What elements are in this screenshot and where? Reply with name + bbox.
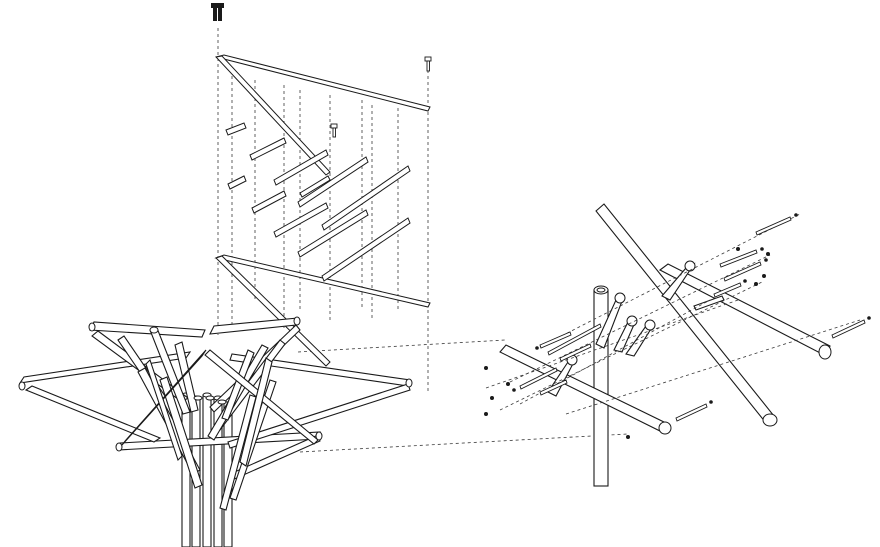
bolt-icon xyxy=(559,343,592,362)
bolt-icon xyxy=(512,367,558,392)
joint-detail xyxy=(484,203,871,487)
top-frame-diagonal xyxy=(214,55,331,176)
assembly-guides xyxy=(217,28,629,453)
bolt-icon xyxy=(675,400,713,422)
tube-end-rims xyxy=(18,316,413,452)
panel-slats xyxy=(225,122,411,282)
nut-dots xyxy=(484,247,770,439)
bolt-icon xyxy=(719,247,764,268)
bottom-frame-diagonal xyxy=(215,255,331,367)
bolt-icon xyxy=(755,213,798,236)
top-frame-rail xyxy=(215,54,431,112)
screw-right-icon xyxy=(424,56,432,72)
bolt-axes xyxy=(485,213,861,415)
detail-tube-end-lower xyxy=(658,421,672,435)
frame-panel xyxy=(214,54,431,367)
tree-structure xyxy=(18,316,413,547)
screw-cluster-icon xyxy=(211,3,224,21)
detail-tube-lower xyxy=(499,344,669,433)
branch-tubes xyxy=(18,317,411,511)
bolt-icon xyxy=(535,331,572,350)
bolt-icon xyxy=(539,379,568,396)
bolt-icon xyxy=(547,323,602,356)
detail-tube-end-b xyxy=(818,344,832,360)
bolts xyxy=(512,213,871,422)
detail-tube-diagonal-b xyxy=(658,263,831,357)
bolt-icon xyxy=(713,279,747,298)
bolt-icon xyxy=(723,258,768,282)
detail-tube-end-a xyxy=(762,413,778,427)
top-screws xyxy=(211,3,432,138)
bolt-icon xyxy=(831,316,871,339)
screw-middle-icon xyxy=(330,123,338,138)
